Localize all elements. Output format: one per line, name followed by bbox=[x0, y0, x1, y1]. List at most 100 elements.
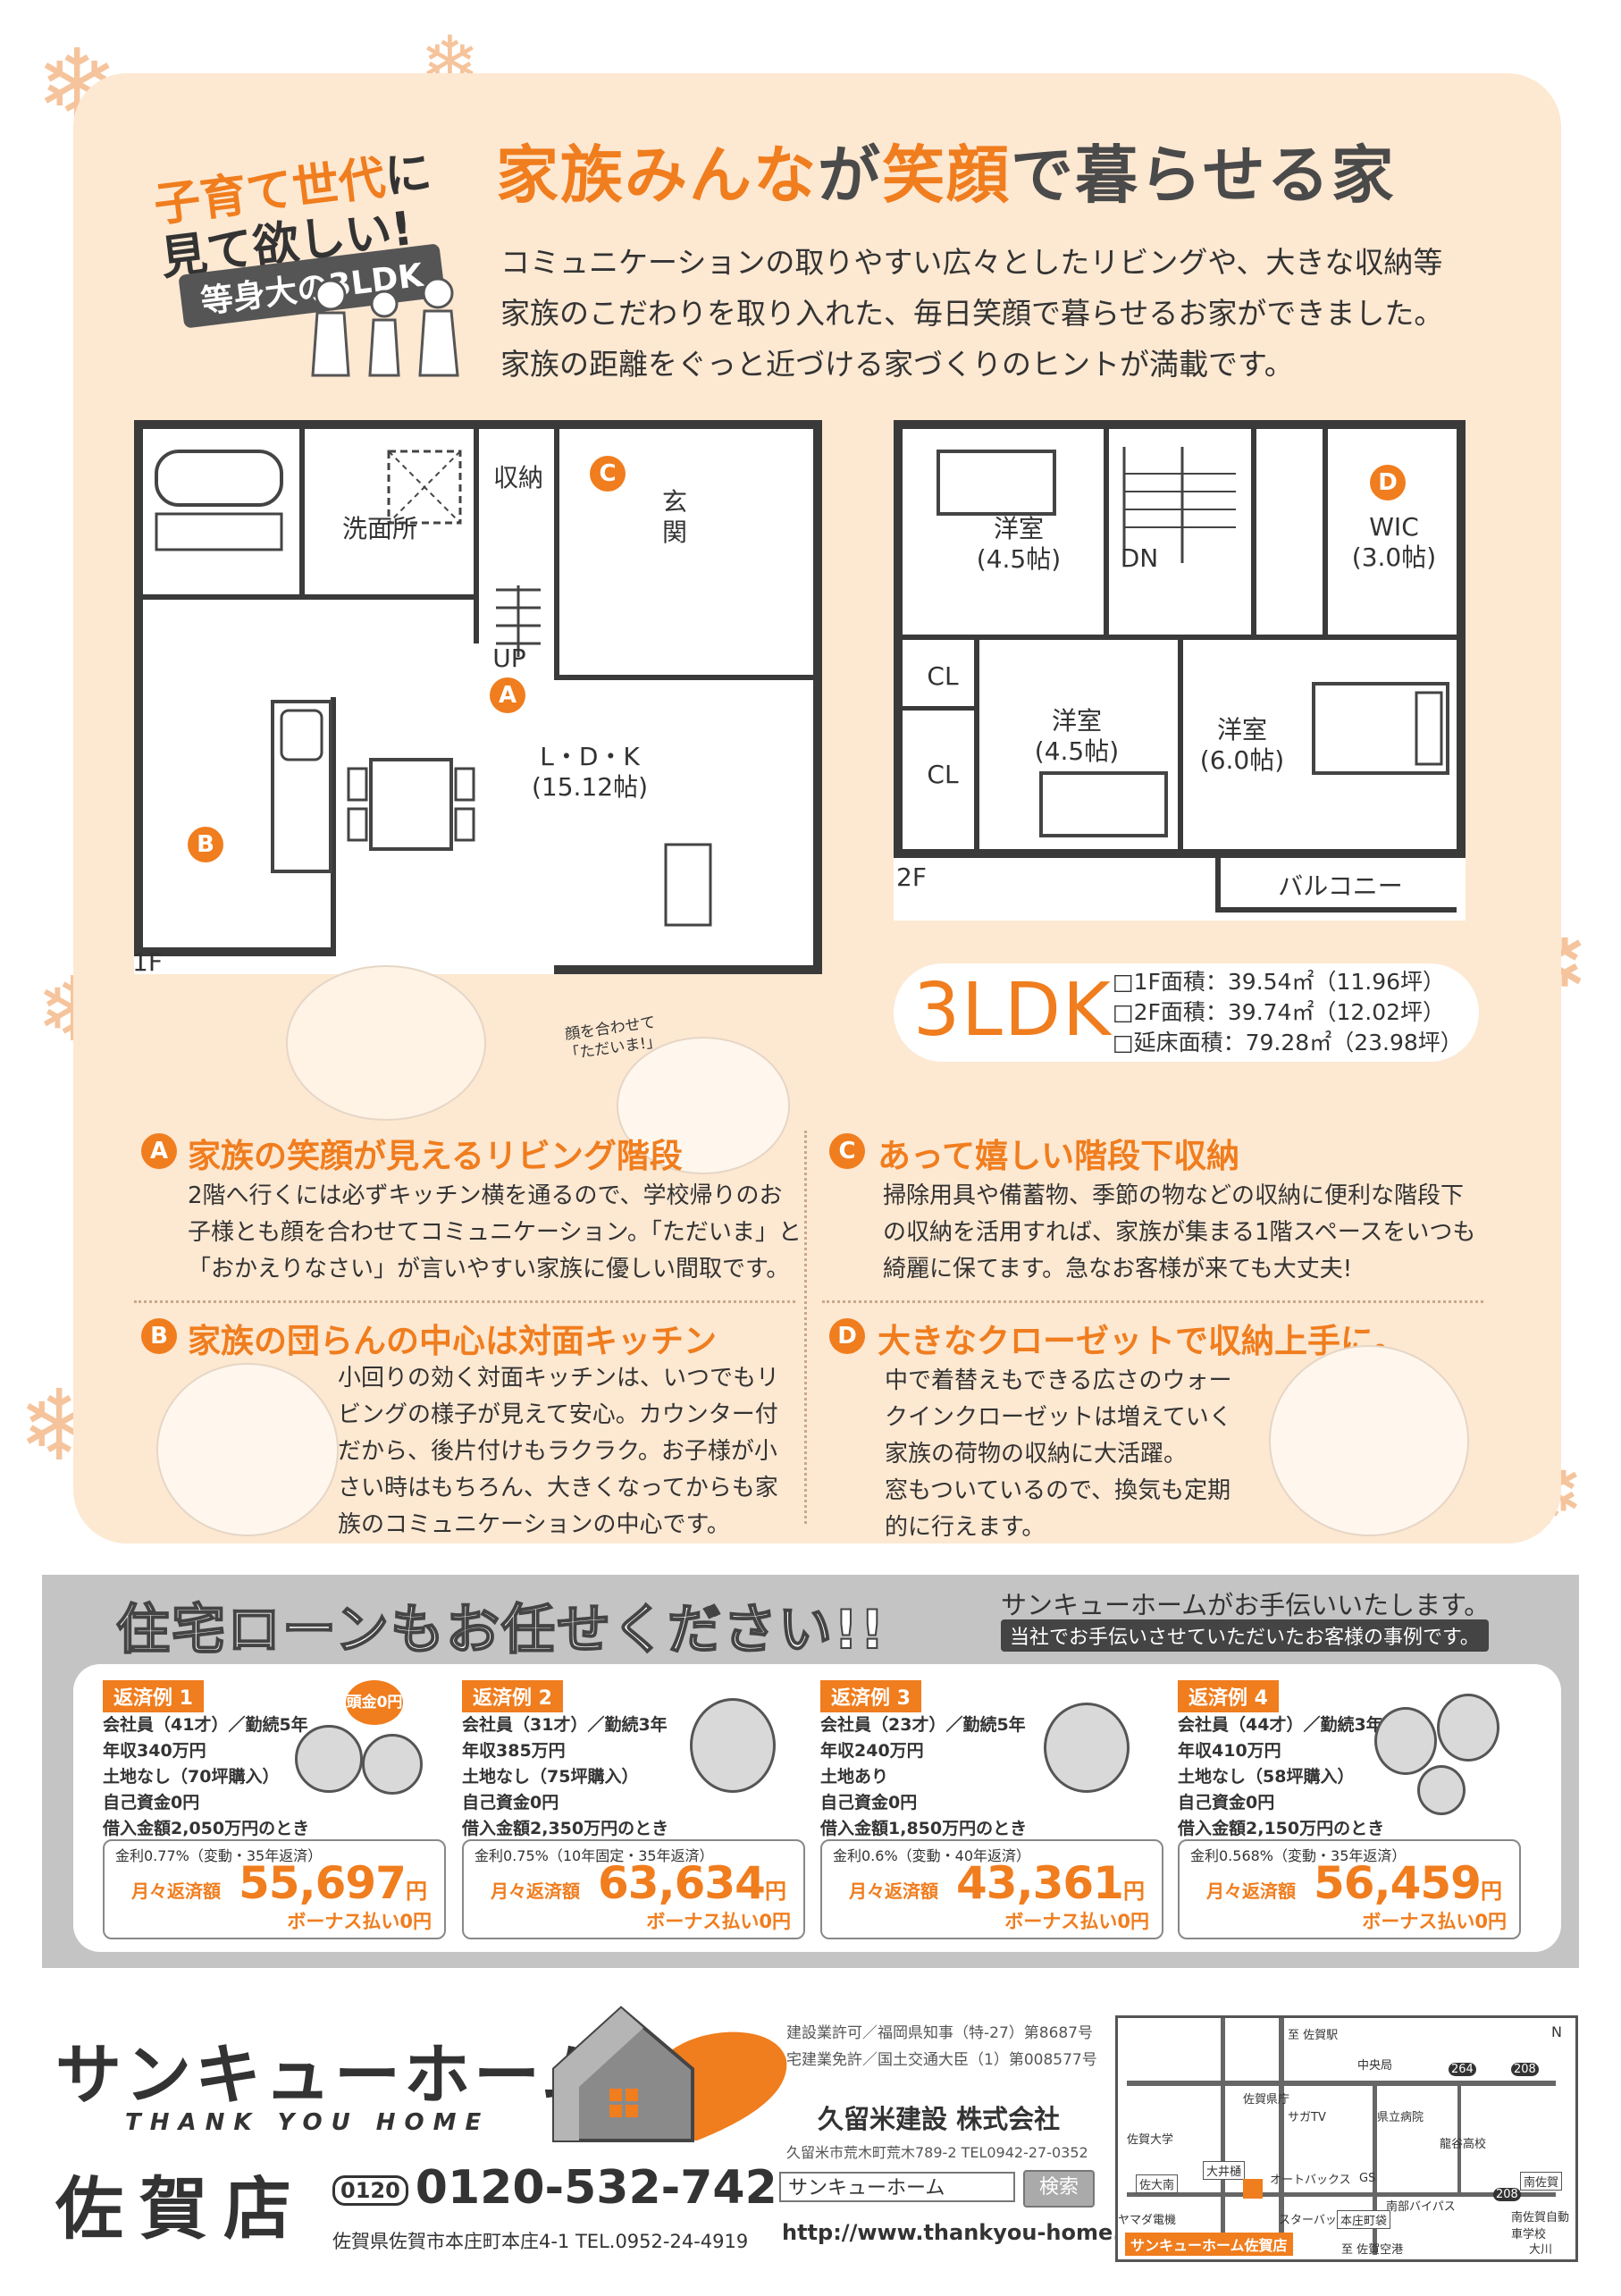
search-input[interactable]: サンキューホーム bbox=[779, 2172, 1015, 2202]
room-label-wic: WIC bbox=[1369, 512, 1419, 542]
case-tag: 返済例 4 bbox=[1178, 1680, 1279, 1712]
bed-icon bbox=[1039, 771, 1168, 837]
wall bbox=[1323, 429, 1328, 635]
kitchen-family-illustration bbox=[156, 1363, 339, 1536]
company-logo: サンキューホーム bbox=[55, 2037, 611, 2114]
customer-illustration bbox=[1374, 1707, 1437, 1775]
case-info: 会社員（44才）／勤続3年年収410万円土地なし（58坪購入）自己資金0円借入金… bbox=[1178, 1715, 1385, 1838]
marker-d: D bbox=[829, 1318, 865, 1354]
room-label-ldk: L・D・K bbox=[540, 742, 640, 771]
bonus-payment: ボーナス払い0円 bbox=[1004, 1911, 1149, 1932]
marker-a: A bbox=[141, 1133, 177, 1169]
feature-b-body: 小回りの効く対面キッチンは、いつでもリビングの様子が見えて安心。カウンター付だか… bbox=[338, 1365, 780, 1538]
map-label: 至 佐賀空港 bbox=[1341, 2243, 1404, 2257]
page-title: 家族みんなが笑顔で暮らせる家 bbox=[496, 139, 1396, 212]
interest-rate: 金利0.6%（変動・40年返済） bbox=[833, 1847, 1031, 1864]
window-icon bbox=[387, 450, 462, 525]
feature-d-title: 大きなクローゼットで収納上手に。 bbox=[878, 1322, 1407, 1360]
map-label: 佐賀大学 bbox=[1127, 2133, 1174, 2147]
north-arrow-icon: N bbox=[1551, 2023, 1562, 2040]
map-label: 大井樋 bbox=[1203, 2161, 1246, 2180]
map-label: 大川 bbox=[1529, 2243, 1553, 2257]
marker-c: C bbox=[590, 456, 626, 492]
customer-illustration bbox=[690, 1698, 776, 1793]
divider bbox=[804, 1131, 807, 1524]
wall bbox=[134, 947, 331, 956]
search-button[interactable]: 検索 bbox=[1023, 2170, 1095, 2208]
interest-rate: 金利0.77%（変動・35年返済） bbox=[115, 1847, 323, 1864]
wall bbox=[903, 706, 974, 711]
wall bbox=[1251, 429, 1256, 635]
down-payment-badge: 頭金0円 bbox=[346, 1680, 403, 1725]
customer-illustration bbox=[295, 1725, 363, 1793]
wall bbox=[474, 429, 479, 643]
store-name: 佐賀店 bbox=[55, 2169, 307, 2249]
marker-c: C bbox=[829, 1133, 865, 1169]
case-tag: 返済例 1 bbox=[103, 1680, 204, 1712]
closet-label: CL bbox=[927, 760, 959, 789]
customer-illustration bbox=[362, 1734, 423, 1795]
store-location-icon bbox=[1243, 2179, 1263, 2199]
map-label: GS bbox=[1359, 2172, 1376, 2185]
intro-line: コミュニケーションの取りやすい広々としたリビングや、大きな収納等 bbox=[500, 245, 1443, 280]
area-2f: □2F面積：39.74㎡（12.02坪） bbox=[1113, 999, 1446, 1025]
wall bbox=[331, 697, 336, 956]
company-address: 久留米市荒木町荒木789-2 TEL0942-27-0352 bbox=[786, 2144, 1088, 2161]
layout-type: 3LDK bbox=[913, 968, 1113, 1053]
wall bbox=[134, 420, 143, 956]
closet-label: CL bbox=[927, 661, 959, 691]
case-info: 会社員（41才）／勤続5年年収340万円土地なし（70坪購入）自己資金0円借入金… bbox=[103, 1715, 310, 1838]
stairs-icon bbox=[496, 585, 541, 657]
freedial-icon: 0120 bbox=[332, 2175, 408, 2206]
case-tag: 返済例 2 bbox=[462, 1680, 563, 1712]
monthly-payment: 43,361円 bbox=[956, 1857, 1145, 1909]
marker-b: B bbox=[188, 827, 223, 862]
map-label: オートバックス bbox=[1270, 2174, 1351, 2187]
case-info: 会社員（23才）／勤続5年年収240万円土地あり自己資金0円借入金額1,850万… bbox=[820, 1715, 1028, 1838]
room-size: (4.5帖) bbox=[976, 544, 1062, 574]
room-label-storage: 収納 bbox=[492, 463, 543, 492]
room-label-entrance: 玄関 bbox=[661, 487, 687, 547]
monthly-payment: 63,634円 bbox=[598, 1857, 786, 1909]
wall bbox=[554, 675, 822, 680]
map-label: 県立病院 bbox=[1377, 2111, 1424, 2124]
wall bbox=[1457, 420, 1466, 858]
closet-illustration bbox=[1269, 1345, 1469, 1536]
wall bbox=[894, 420, 1466, 429]
payment-box: 金利0.75%（10年固定・35年返済） 月々返済額 63,634円 ボーナス払… bbox=[462, 1839, 805, 1939]
customer-illustration bbox=[1417, 1765, 1466, 1815]
room-label-western: 洋室 bbox=[1216, 715, 1267, 744]
bathtub-icon bbox=[155, 450, 283, 551]
monthly-label: 月々返済額 bbox=[491, 1880, 580, 1902]
wall bbox=[894, 420, 903, 858]
bed-icon bbox=[936, 450, 1056, 516]
customer-illustration bbox=[1437, 1694, 1499, 1762]
map-label: 南佐賀 bbox=[1520, 2172, 1563, 2191]
room-size: (6.0帖) bbox=[1199, 745, 1285, 775]
wall bbox=[1215, 907, 1457, 913]
wall bbox=[1178, 640, 1183, 854]
marker-a: A bbox=[490, 677, 525, 713]
intro-line: 家族のこだわりを取り入れた、毎日笑顔で暮らせるお家ができました。 bbox=[500, 296, 1444, 331]
marker-b: B bbox=[141, 1318, 177, 1354]
route-badge: 208 bbox=[1493, 2188, 1521, 2201]
map-label: 中央局 bbox=[1357, 2059, 1393, 2073]
stairs-down-label: DN bbox=[1120, 543, 1159, 573]
area-1f: □1F面積：39.54㎡（11.96坪） bbox=[1113, 969, 1446, 995]
marker-d: D bbox=[1370, 465, 1406, 500]
website-url[interactable]: http://www.thankyou-home.jp bbox=[782, 2220, 1144, 2245]
interest-rate: 金利0.75%（10年固定・35年返済） bbox=[475, 1847, 714, 1864]
loan-case: 返済例 4 会社員（44才）／勤続3年年収410万円土地なし（58坪購入）自己資… bbox=[1178, 1680, 1522, 1939]
payment-box: 金利0.6%（変動・40年返済） 月々返済額 43,361円 ボーナス払い0円 bbox=[820, 1839, 1163, 1939]
kitchen-counter-icon bbox=[271, 700, 332, 873]
route-badge: 264 bbox=[1449, 2063, 1476, 2076]
house-logo-icon bbox=[552, 2006, 787, 2142]
wall bbox=[143, 594, 474, 600]
wall bbox=[813, 420, 822, 974]
room-label-balcony: バルコニー bbox=[1278, 871, 1403, 901]
room-label-western: 洋室 bbox=[1051, 706, 1102, 736]
monthly-payment: 56,459円 bbox=[1314, 1857, 1502, 1909]
bonus-payment: ボーナス払い0円 bbox=[646, 1911, 791, 1932]
monthly-label: 月々返済額 bbox=[131, 1880, 221, 1902]
